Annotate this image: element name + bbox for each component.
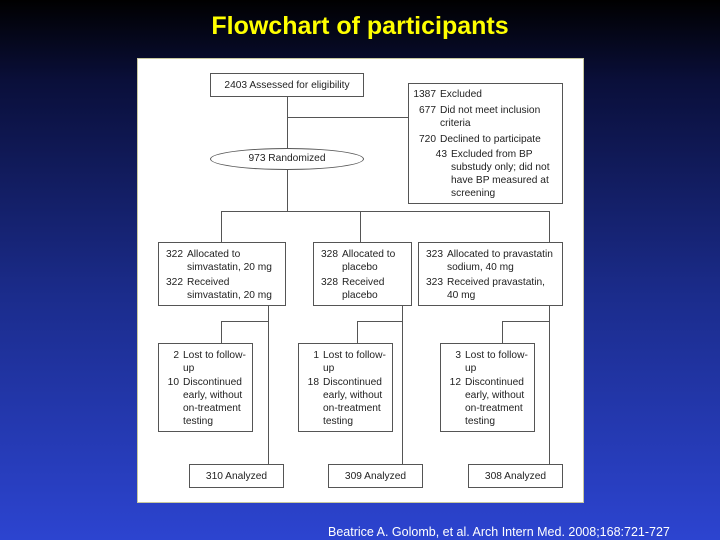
excluded-count: 720 xyxy=(419,134,436,145)
lost-row: 3 Lost to follow-up xyxy=(445,349,530,375)
discontinued-row: 18 Discontinued early, without on-treatm… xyxy=(303,376,388,428)
analyzed-label: 310 Analyzed xyxy=(205,471,268,482)
connector-line xyxy=(221,321,269,322)
analyzed-box-pravastatin: 308 Analyzed xyxy=(468,464,563,488)
connector-line xyxy=(221,211,222,242)
allocated-row: 322 Allocated to simvastatin, 20 mg xyxy=(163,248,281,274)
discontinued-row: 10 Discontinued early, without on-treatm… xyxy=(163,376,248,428)
allocated-count: 328 xyxy=(321,249,338,260)
allocation-box-simvastatin: 322 Allocated to simvastatin, 20 mg 322 … xyxy=(158,242,286,306)
excluded-row: 720 Declined to participate xyxy=(413,133,558,146)
connector-line xyxy=(502,321,550,322)
received-text: Received pravastatin, 40 mg xyxy=(447,277,545,301)
analyzed-label: 308 Analyzed xyxy=(484,471,547,482)
received-row: 322 Received simvastatin, 20 mg xyxy=(163,276,281,302)
excluded-count: 1387 xyxy=(413,89,436,100)
allocated-text: Allocated to placebo xyxy=(342,249,396,273)
analyzed-box-placebo: 309 Analyzed xyxy=(328,464,423,488)
excluded-count: 677 xyxy=(419,105,436,116)
received-row: 328 Received placebo xyxy=(318,276,407,302)
connector-line xyxy=(402,306,403,464)
received-text: Received placebo xyxy=(342,277,385,301)
connector-line xyxy=(357,321,403,322)
received-row: 323 Received pravastatin, 40 mg xyxy=(423,276,558,302)
slide-title: Flowchart of participants xyxy=(211,12,509,40)
connector-line xyxy=(549,306,550,464)
discontinued-count: 12 xyxy=(449,377,461,388)
excluded-row: 1387 Excluded xyxy=(413,88,558,101)
allocated-row: 328 Allocated to placebo xyxy=(318,248,407,274)
lost-row: 1 Lost to follow-up xyxy=(303,349,388,375)
received-count: 328 xyxy=(321,277,338,288)
lost-count: 1 xyxy=(313,350,319,361)
excluded-row: 677 Did not meet inclusion criteria xyxy=(413,104,558,130)
received-count: 322 xyxy=(166,277,183,288)
connector-line xyxy=(360,211,361,242)
analyzed-box-simvastatin: 310 Analyzed xyxy=(189,464,284,488)
discontinued-text: Discontinued early, without on-treatment… xyxy=(323,377,383,427)
lost-count: 3 xyxy=(455,350,461,361)
connector-line xyxy=(221,211,550,212)
discontinued-row: 12 Discontinued early, without on-treatm… xyxy=(445,376,530,428)
allocated-count: 323 xyxy=(426,249,443,260)
randomized-label: 973 Randomized xyxy=(248,153,326,164)
assessed-label: 2403 Assessed for eligibility xyxy=(224,80,350,91)
followup-box-pravastatin: 3 Lost to follow-up 12 Discontinued earl… xyxy=(440,343,535,432)
discontinued-text: Discontinued early, without on-treatment… xyxy=(183,377,243,427)
discontinued-text: Discontinued early, without on-treatment… xyxy=(465,377,525,427)
allocated-text: Allocated to simvastatin, 20 mg xyxy=(187,249,272,273)
discontinued-count: 10 xyxy=(167,377,179,388)
discontinued-count: 18 xyxy=(307,377,319,388)
allocation-box-placebo: 328 Allocated to placebo 328 Received pl… xyxy=(313,242,412,306)
excluded-text: Did not meet inclusion criteria xyxy=(440,105,541,129)
connector-line xyxy=(287,117,408,118)
flowchart-panel: 2403 Assessed for eligibility 973 Random… xyxy=(137,58,584,503)
lost-text: Lost to follow-up xyxy=(465,350,528,374)
allocated-row: 323 Allocated to pravastatin sodium, 40 … xyxy=(423,248,558,274)
citation-text: Beatrice A. Golomb, et al. Arch Intern M… xyxy=(328,525,670,539)
allocation-box-pravastatin: 323 Allocated to pravastatin sodium, 40 … xyxy=(418,242,563,306)
excluded-text: Declined to participate xyxy=(440,134,541,145)
connector-line xyxy=(268,306,269,464)
randomized-ellipse: 973 Randomized xyxy=(210,148,364,170)
allocated-count: 322 xyxy=(166,249,183,260)
received-text: Received simvastatin, 20 mg xyxy=(187,277,272,301)
connector-line xyxy=(357,321,358,343)
lost-text: Lost to follow-up xyxy=(323,350,386,374)
excluded-count: 43 xyxy=(435,149,447,160)
followup-box-simvastatin: 2 Lost to follow-up 10 Discontinued earl… xyxy=(158,343,253,432)
assessed-box: 2403 Assessed for eligibility xyxy=(210,73,364,97)
followup-box-placebo: 1 Lost to follow-up 18 Discontinued earl… xyxy=(298,343,393,432)
excluded-row: 43 Excluded from BP substudy only; did n… xyxy=(413,148,558,200)
allocated-text: Allocated to pravastatin sodium, 40 mg xyxy=(447,249,553,273)
connector-line xyxy=(549,211,550,242)
lost-row: 2 Lost to follow-up xyxy=(163,349,248,375)
lost-text: Lost to follow-up xyxy=(183,350,246,374)
received-count: 323 xyxy=(426,277,443,288)
connector-line xyxy=(221,321,222,343)
analyzed-label: 309 Analyzed xyxy=(344,471,407,482)
excluded-text: Excluded from BP substudy only; did not … xyxy=(451,149,550,199)
excluded-text: Excluded xyxy=(440,89,482,100)
excluded-box: 1387 Excluded 677 Did not meet inclusion… xyxy=(408,83,563,204)
lost-count: 2 xyxy=(173,350,179,361)
connector-line xyxy=(502,321,503,343)
